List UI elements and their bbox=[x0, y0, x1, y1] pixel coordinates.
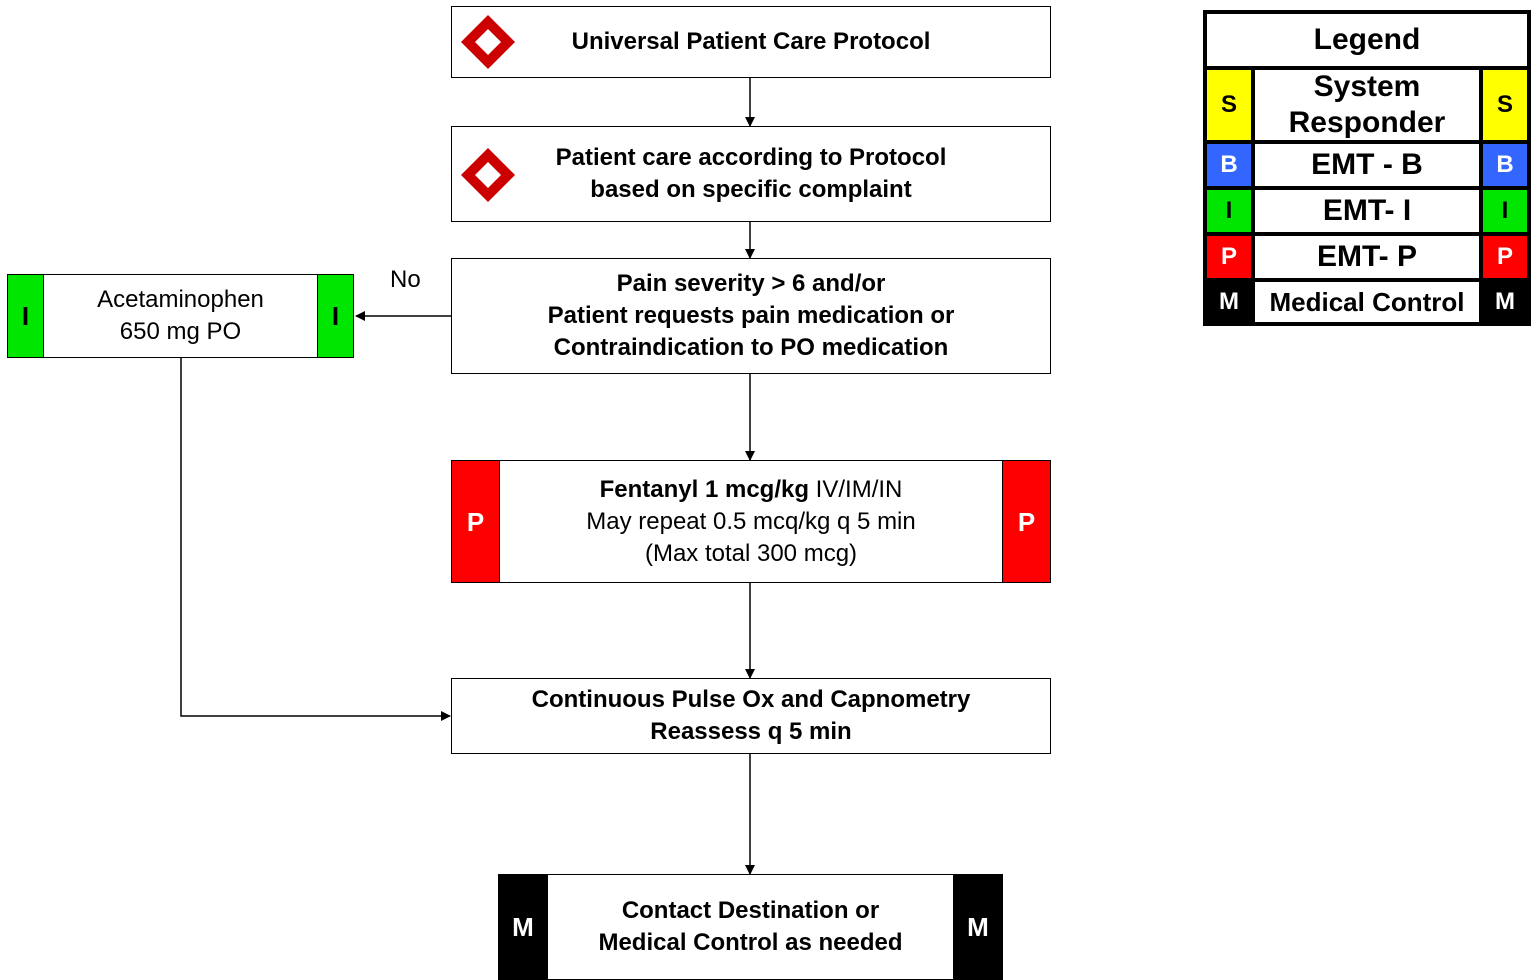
fentanyl-line-2: May repeat 0.5 mcq/kg q 5 min bbox=[586, 507, 916, 535]
legend-badge-b: B bbox=[1207, 144, 1251, 186]
universal-protocol-box: Universal Patient Care Protocol bbox=[451, 6, 1051, 78]
fentanyl-line-3: (Max total 300 mcg) bbox=[644, 539, 858, 567]
legend-badge-p: P bbox=[1483, 236, 1527, 278]
contact-line-1: Contact Destination or bbox=[621, 897, 880, 924]
fentanyl-route: IV/IM/IN bbox=[809, 475, 903, 503]
legend-badge-s: S bbox=[1483, 70, 1527, 140]
level-badge-emt-p: P bbox=[452, 461, 500, 582]
pain-decision-line-2: Patient requests pain medication or bbox=[547, 302, 955, 329]
acetaminophen-box: I Acetaminophen 650 mg PO I bbox=[7, 274, 354, 358]
legend-title: Legend bbox=[1207, 14, 1527, 66]
universal-protocol-label: Universal Patient Care Protocol bbox=[571, 28, 931, 55]
protocol-diamond-icon bbox=[461, 148, 515, 202]
acetaminophen-line-1: Acetaminophen bbox=[97, 286, 264, 313]
no-branch-label: No bbox=[390, 266, 421, 293]
legend-badge-s: S bbox=[1207, 70, 1251, 140]
patient-care-box: Patient care according to Protocol based… bbox=[451, 126, 1051, 222]
contact-box: M Contact Destination or Medical Control… bbox=[498, 874, 1003, 980]
legend-name-medical-control: Medical Control bbox=[1255, 282, 1479, 322]
level-badge-medical-control: M bbox=[499, 875, 548, 979]
legend-badge-b: B bbox=[1483, 144, 1527, 186]
patient-care-line-1: Patient care according to Protocol bbox=[555, 144, 947, 171]
monitoring-line-2: Reassess q 5 min bbox=[650, 718, 852, 745]
legend-badge-i: I bbox=[1483, 190, 1527, 232]
protocol-diamond-icon bbox=[461, 15, 515, 69]
contact-line-2: Medical Control as needed bbox=[598, 929, 903, 956]
monitoring-line-1: Continuous Pulse Ox and Capnometry bbox=[531, 686, 971, 713]
acetaminophen-line-2: 650 mg PO bbox=[119, 318, 242, 345]
pain-decision-line-1: Pain severity > 6 and/or bbox=[616, 270, 886, 297]
legend-badge-i: I bbox=[1207, 190, 1251, 232]
legend-name-emt-b: EMT - B bbox=[1255, 144, 1479, 186]
legend-name-emt-i: EMT- I bbox=[1255, 190, 1479, 232]
legend: Legend S System Responder S B EMT - B B … bbox=[1203, 10, 1531, 326]
arrow-acetaminophen-to-monitoring bbox=[180, 358, 451, 721]
fentanyl-drug: Fentanyl 1 mcg/kg bbox=[599, 475, 810, 503]
pain-decision-box: Pain severity > 6 and/or Patient request… bbox=[451, 258, 1051, 374]
level-badge-emt-i: I bbox=[317, 275, 353, 357]
legend-badge-m: M bbox=[1483, 282, 1527, 322]
legend-badge-p: P bbox=[1207, 236, 1251, 278]
monitoring-box: Continuous Pulse Ox and Capnometry Reass… bbox=[451, 678, 1051, 754]
fentanyl-box: P Fentanyl 1 mcg/kg IV/IM/IN May repeat … bbox=[451, 460, 1051, 583]
patient-care-line-2: based on specific complaint bbox=[590, 176, 912, 203]
level-badge-emt-i: I bbox=[8, 275, 44, 357]
legend-name-emt-p: EMT- P bbox=[1255, 236, 1479, 278]
pain-decision-line-3: Contraindication to PO medication bbox=[553, 334, 949, 361]
legend-name-system-responder: System Responder bbox=[1255, 70, 1479, 140]
level-badge-emt-p: P bbox=[1002, 461, 1050, 582]
legend-badge-m: M bbox=[1207, 282, 1251, 322]
level-badge-medical-control: M bbox=[953, 875, 1002, 979]
